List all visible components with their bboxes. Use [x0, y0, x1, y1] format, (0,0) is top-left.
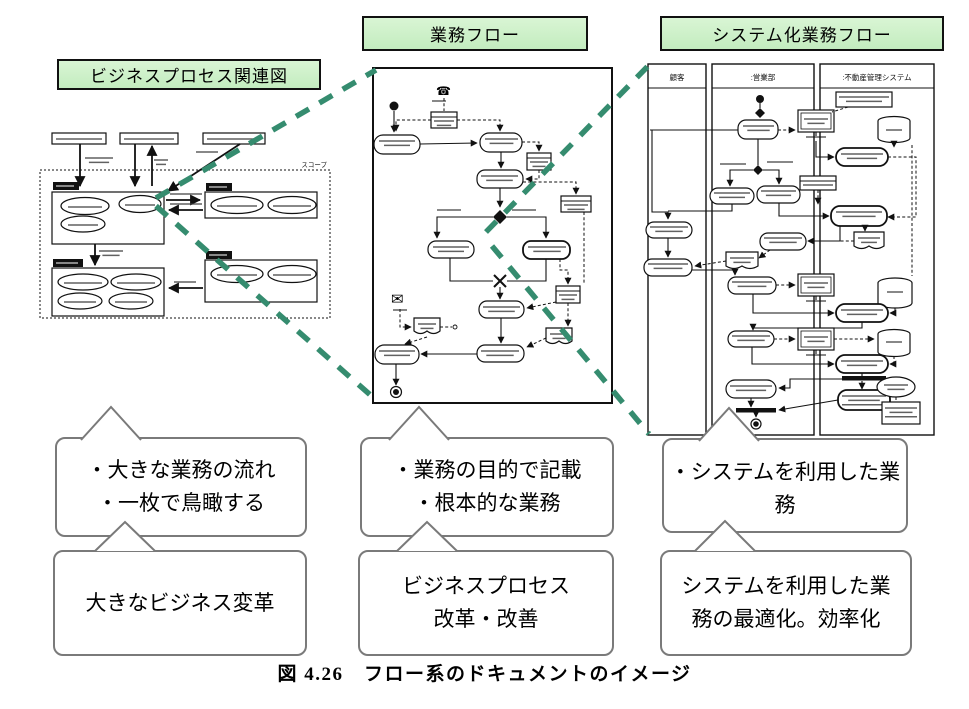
lane-sales [711, 63, 815, 436]
activity [476, 169, 524, 189]
sync-bar [736, 408, 776, 413]
activity [645, 221, 693, 239]
phone-icon: ☎ [436, 84, 451, 98]
activity [759, 232, 807, 251]
form-box [799, 175, 837, 191]
system-activity [835, 354, 889, 374]
lane-label-sales: :営業部 [751, 72, 776, 82]
start-node [389, 101, 399, 111]
callout-line: ・一枚で鳥瞰する [97, 492, 265, 515]
callout-line: ・大きな業務の流れ [86, 459, 276, 482]
callout-line: ・根本的な業務 [413, 492, 561, 515]
title-business-flow: 業務フロー [362, 16, 588, 51]
activity [727, 330, 775, 348]
start-node [756, 95, 764, 103]
callout-business-flow-features: ・業務の目的で記載 ・根本的な業務 [360, 437, 614, 537]
activity [374, 344, 420, 365]
business-flow-diagram: ☎ [372, 67, 613, 404]
callout-system-flow-features: ・システムを利用した業務 [662, 438, 908, 533]
sync-bar [842, 376, 886, 381]
callout-line: ・システムを利用した業務 [669, 461, 901, 517]
callout-pointer [698, 406, 760, 442]
activity [737, 119, 779, 140]
activity [756, 185, 801, 204]
zoom-dashed-lines [154, 62, 652, 436]
mail-icon: ✉ [391, 291, 404, 308]
title-business-process-map: ビジネスプロセス関連図 [57, 59, 321, 90]
activity [709, 187, 755, 205]
callout-line: システムを利用した業 [681, 575, 891, 598]
scope-boundary [39, 169, 331, 319]
callout-line: ビジネスプロセス [402, 575, 570, 598]
activity [725, 379, 777, 399]
lane-label-customer: 顧客 [670, 72, 685, 82]
figure-caption: 図 4.26 フロー系のドキュメントのイメージ [277, 664, 692, 685]
callout-line: 改革・改善 [433, 608, 539, 631]
activity [476, 344, 525, 363]
decision-node [753, 165, 763, 175]
system-flow-diagram: 顧客 :営業部 :不動産管理システム [643, 63, 935, 436]
scope-label: スコープ [301, 161, 327, 169]
activity [478, 300, 525, 319]
merge-node [755, 108, 765, 118]
callout-process-map-features: ・大きな業務の流れ ・一枚で鳥瞰する [55, 437, 307, 537]
title-system-flow: システム化業務フロー [660, 16, 944, 51]
lane-customer [647, 63, 707, 436]
callout-pointer [694, 519, 756, 552]
activity [427, 240, 475, 259]
callout-line: 務の最適化。効率化 [691, 608, 881, 631]
callout-line: 大きなビジネス変革 [85, 591, 275, 615]
document-icon [725, 251, 759, 270]
activity [373, 134, 421, 155]
callout-pointer [396, 520, 458, 552]
callout-pointer [388, 405, 450, 441]
lane-label-system: :不動産管理システム [842, 72, 911, 82]
activity [643, 258, 693, 277]
end-node [750, 418, 762, 430]
note-box [835, 91, 893, 108]
decision-node [493, 210, 507, 224]
activity [727, 276, 777, 295]
system-activity [835, 147, 889, 167]
callout-system-flow-purpose: システムを利用した業 務の最適化。効率化 [660, 550, 912, 656]
document-icon [413, 317, 441, 335]
callout-pointer [94, 520, 156, 552]
end-node [389, 385, 403, 399]
activity [479, 132, 523, 153]
form-box [560, 195, 592, 213]
callout-pointer [80, 405, 142, 441]
system-activity [835, 303, 889, 323]
document-icon [853, 231, 885, 250]
business-process-map: スコープ [39, 132, 331, 319]
callout-line: ・業務の目的で記載 [392, 459, 582, 482]
callout-process-map-purpose: 大きなビジネス変革 [53, 550, 307, 656]
activity [522, 240, 571, 260]
info-ellipse [876, 376, 916, 398]
lane-system [819, 63, 935, 436]
callout-business-flow-purpose: ビジネスプロセス 改革・改善 [358, 550, 614, 656]
